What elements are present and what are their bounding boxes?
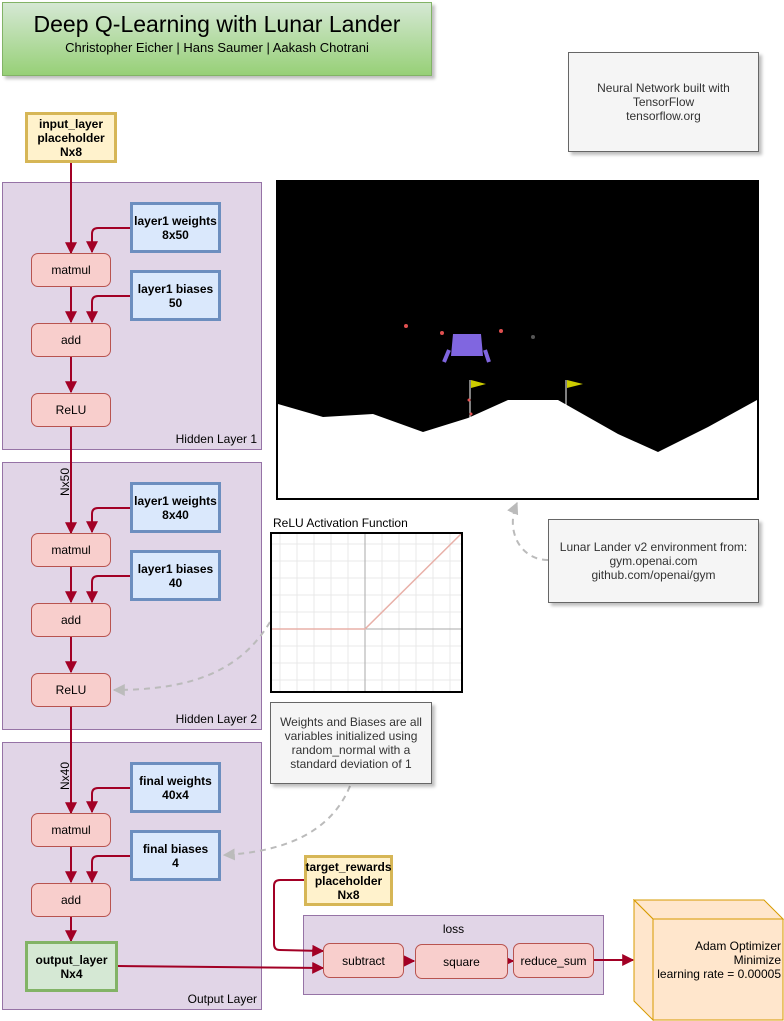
- node-text: target_rewards: [305, 859, 392, 874]
- node-text: final biases: [142, 841, 209, 856]
- weights-biases-note: Weights and Biases are all variables ini…: [270, 702, 432, 784]
- layer1-weights-node: layer1 weights 8x50: [130, 202, 221, 253]
- node-text: layer1 biases: [137, 281, 214, 296]
- note-line: Lunar Lander v2 environment from:: [559, 540, 748, 554]
- dashed-note-to-final-biases: [222, 785, 351, 861]
- lunar-lander-screen: [276, 180, 759, 500]
- note-line: gym.openai.com: [609, 554, 698, 568]
- add-node-1: add: [31, 323, 111, 357]
- hidden-layer-1-label: Hidden Layer 1: [175, 432, 257, 446]
- matmul-node-2: matmul: [31, 533, 111, 567]
- node-text: input_layer: [38, 116, 104, 131]
- note-line: variables initialized using: [284, 729, 418, 743]
- edge-shape-label-1: Nx50: [58, 468, 72, 497]
- node-text: Adam Optimizer: [694, 939, 781, 953]
- authors-line: Christopher Eicher | Hans Saumer | Aakas…: [65, 40, 369, 55]
- arrow-b2-to-add2: [86, 575, 131, 604]
- node-text: 4: [172, 855, 179, 870]
- node-text: layer1 biases: [137, 561, 214, 576]
- node-text: 8x50: [162, 227, 189, 242]
- node-text: learning rate = 0.00005: [657, 967, 781, 981]
- arrow-w1-to-matmul1: [86, 227, 131, 254]
- adam-optimizer-cube: [633, 899, 784, 1021]
- note-line: standard deviation of 1: [290, 757, 412, 771]
- node-text: Minimize: [733, 953, 781, 967]
- node-text: output_layer: [35, 952, 108, 967]
- edge-shape-label-2: Nx40: [58, 762, 72, 791]
- adam-optimizer-label: Adam Optimizer Minimize learning rate = …: [654, 939, 781, 981]
- relu-node-1: ReLU: [31, 393, 111, 427]
- node-text: layer1 weights: [134, 493, 217, 508]
- output-layer-label: Output Layer: [187, 992, 257, 1006]
- note-line: TensorFlow: [632, 95, 695, 109]
- node-text: Nx4: [60, 966, 83, 981]
- node-text: 40: [168, 575, 183, 590]
- matmul-node-3: matmul: [31, 813, 111, 847]
- arrow-output-to-subtract: [117, 961, 325, 974]
- layer1-biases-node: layer1 biases 50: [130, 270, 221, 321]
- lunar-lander-scene: [278, 324, 757, 498]
- relu-chart: [270, 532, 463, 693]
- node-text: 8x40: [162, 507, 189, 522]
- note-line: random_normal with a: [291, 743, 411, 757]
- arrow-target-to-subtract: [273, 879, 325, 957]
- hidden-layer-2-label: Hidden Layer 2: [175, 712, 257, 726]
- layer2-weights-node: layer1 weights 8x40: [130, 482, 221, 533]
- node-text: layer1 weights: [134, 213, 217, 228]
- node-text: final weights: [139, 773, 212, 788]
- relu-plot: [272, 534, 461, 691]
- arrow-w3-to-matmul3: [86, 787, 131, 814]
- node-text: Nx8: [59, 144, 82, 159]
- title-box: Deep Q-Learning with Lunar Lander Christ…: [2, 2, 432, 76]
- arrow-b3-to-add3: [86, 855, 131, 884]
- loss-label: loss: [442, 922, 465, 936]
- add-node-2: add: [31, 603, 111, 637]
- note-line: Neural Network built with: [597, 81, 730, 95]
- dashed-relu-chart-to-relu2: [112, 621, 271, 696]
- input-layer-placeholder: input_layer placeholder Nx8: [25, 112, 117, 163]
- note-line: github.com/openai/gym: [591, 568, 716, 582]
- note-line: Weights and Biases are all: [280, 715, 422, 729]
- node-text: placeholder: [37, 130, 105, 145]
- lunar-lander-note: Lunar Lander v2 environment from: gym.op…: [548, 519, 759, 603]
- relu-chart-title: ReLU Activation Function: [273, 516, 408, 530]
- relu-node-2: ReLU: [31, 673, 111, 707]
- output-layer-node: output_layer Nx4: [25, 941, 118, 992]
- add-node-3: add: [31, 883, 111, 917]
- final-biases-node: final biases 4: [130, 830, 221, 881]
- arrow-b1-to-add1: [86, 295, 131, 324]
- node-text: 40x4: [162, 787, 189, 802]
- node-text: 50: [168, 295, 183, 310]
- matmul-node-1: matmul: [31, 253, 111, 287]
- diagram-title: Deep Q-Learning with Lunar Lander: [33, 11, 401, 37]
- subtract-node: subtract: [323, 943, 404, 978]
- node-text: placeholder: [314, 873, 383, 888]
- final-weights-node: final weights 40x4: [130, 762, 221, 813]
- square-node: square: [415, 944, 508, 979]
- reduce-sum-node: reduce_sum: [513, 943, 594, 978]
- target-rewards-placeholder: target_rewards placeholder Nx8: [304, 855, 393, 906]
- arrow-w2-to-matmul2: [86, 507, 131, 534]
- layer2-biases-node: layer1 biases 40: [130, 550, 221, 601]
- node-text: Nx8: [337, 887, 360, 902]
- tensorflow-note: Neural Network built with TensorFlow ten…: [568, 52, 759, 152]
- note-line: tensorflow.org: [626, 109, 701, 123]
- dashed-lunar-note-to-game: [507, 501, 549, 561]
